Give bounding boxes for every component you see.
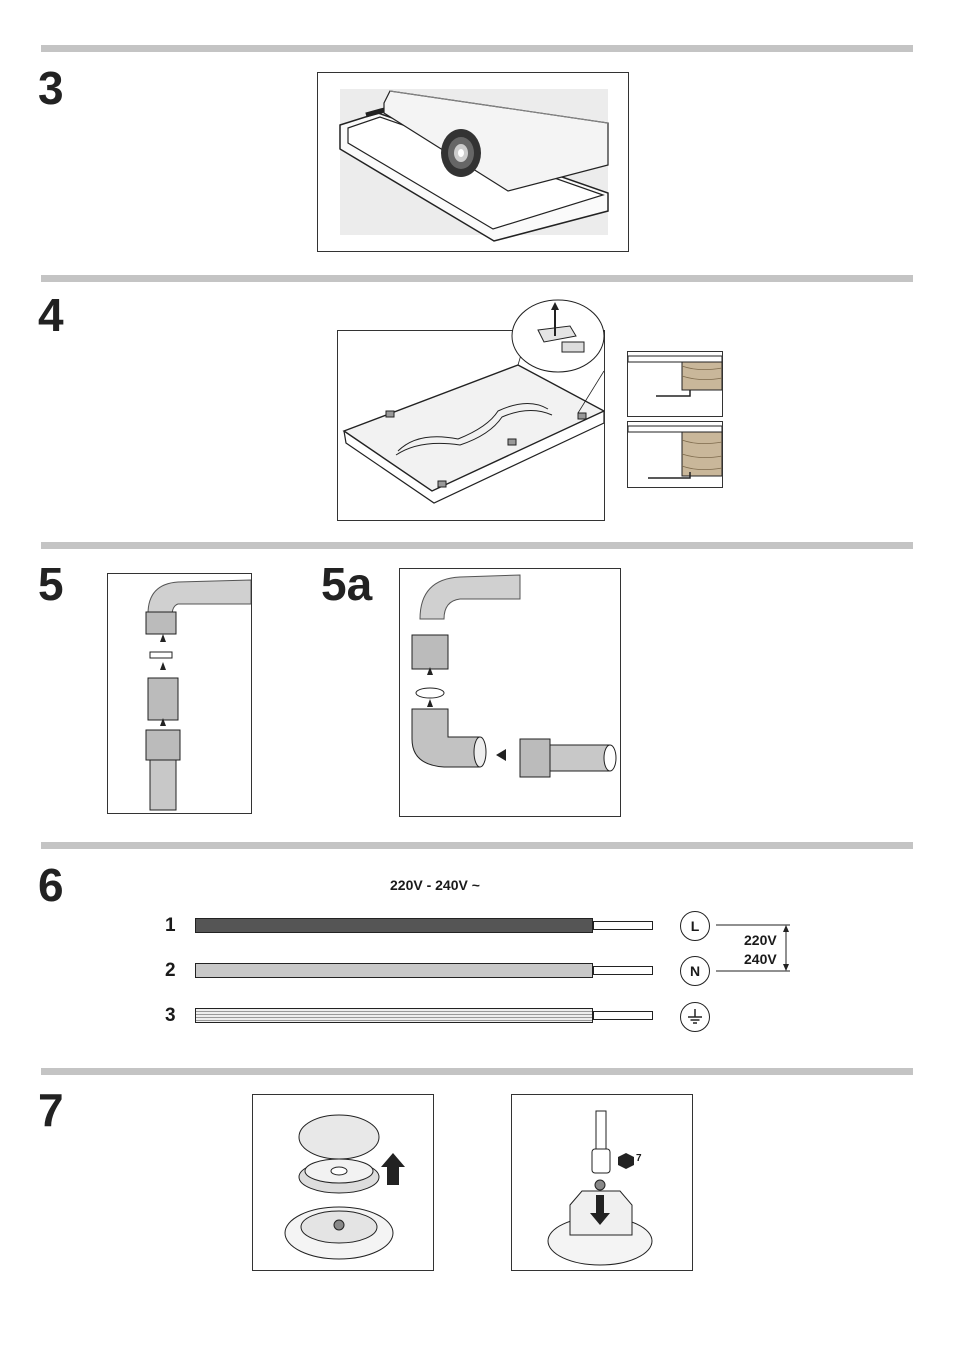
- elbow-gas-connector-illustration: [400, 569, 620, 816]
- elbow-connector-frame: [399, 568, 621, 817]
- step-number-4: 4: [38, 292, 64, 338]
- step-number-6: 6: [38, 862, 64, 908]
- wrench-size-label: 7: [636, 1153, 642, 1164]
- step-number-7: 7: [38, 1087, 64, 1133]
- section-divider-4: [41, 275, 913, 282]
- straight-connector-frame: [107, 573, 252, 814]
- terminal-live: L: [680, 911, 710, 941]
- wire-live: [195, 918, 653, 933]
- step-number-3: 3: [38, 65, 64, 111]
- voltage-label-top: 220V: [744, 932, 777, 948]
- section-divider-6: [41, 842, 913, 849]
- wire-number-2: 2: [165, 961, 176, 981]
- wire-earth: [195, 1008, 653, 1023]
- step-number-5a: 5a: [321, 561, 372, 607]
- worktop-clamp-bottom-icon: [628, 422, 722, 487]
- worktop-clamp-top-icon: [628, 352, 722, 416]
- wire-earth-insulation: [195, 1008, 593, 1023]
- step-number-5: 5: [38, 561, 64, 607]
- wire-neutral-stripped-end: [593, 966, 653, 975]
- gasket-seal-illustration: [318, 73, 628, 251]
- supply-voltage-title: 220V - 240V ~: [390, 877, 480, 893]
- bracket-detail-callout: [510, 296, 610, 376]
- wire-number-1: 1: [165, 916, 176, 936]
- section-divider-5: [41, 542, 913, 549]
- wire-number-3: 3: [165, 1006, 176, 1026]
- worktop-detail-top: [627, 351, 723, 417]
- burner-cap-removal-illustration: [253, 1095, 433, 1270]
- section-divider-3: [41, 45, 913, 52]
- wire-live-stripped-end: [593, 921, 653, 930]
- seal-illustration-frame: [317, 72, 629, 252]
- wire-neutral: [195, 963, 653, 978]
- burner-screw-illustration: [512, 1095, 692, 1270]
- burner-cap-frame: [252, 1094, 434, 1271]
- terminal-neutral: N: [680, 956, 710, 986]
- wire-live-insulation: [195, 918, 593, 933]
- earth-ground-icon: [686, 1008, 704, 1026]
- worktop-detail-bottom: [627, 421, 723, 488]
- wire-earth-stripped-end: [593, 1011, 653, 1020]
- straight-gas-connector-illustration: [108, 574, 251, 813]
- burner-screw-frame: [511, 1094, 693, 1271]
- section-divider-7: [41, 1068, 913, 1075]
- voltage-bracket-lines: [714, 920, 794, 976]
- terminal-earth: [680, 1002, 710, 1032]
- voltage-label-bottom: 240V: [744, 951, 777, 967]
- wire-neutral-insulation: [195, 963, 593, 978]
